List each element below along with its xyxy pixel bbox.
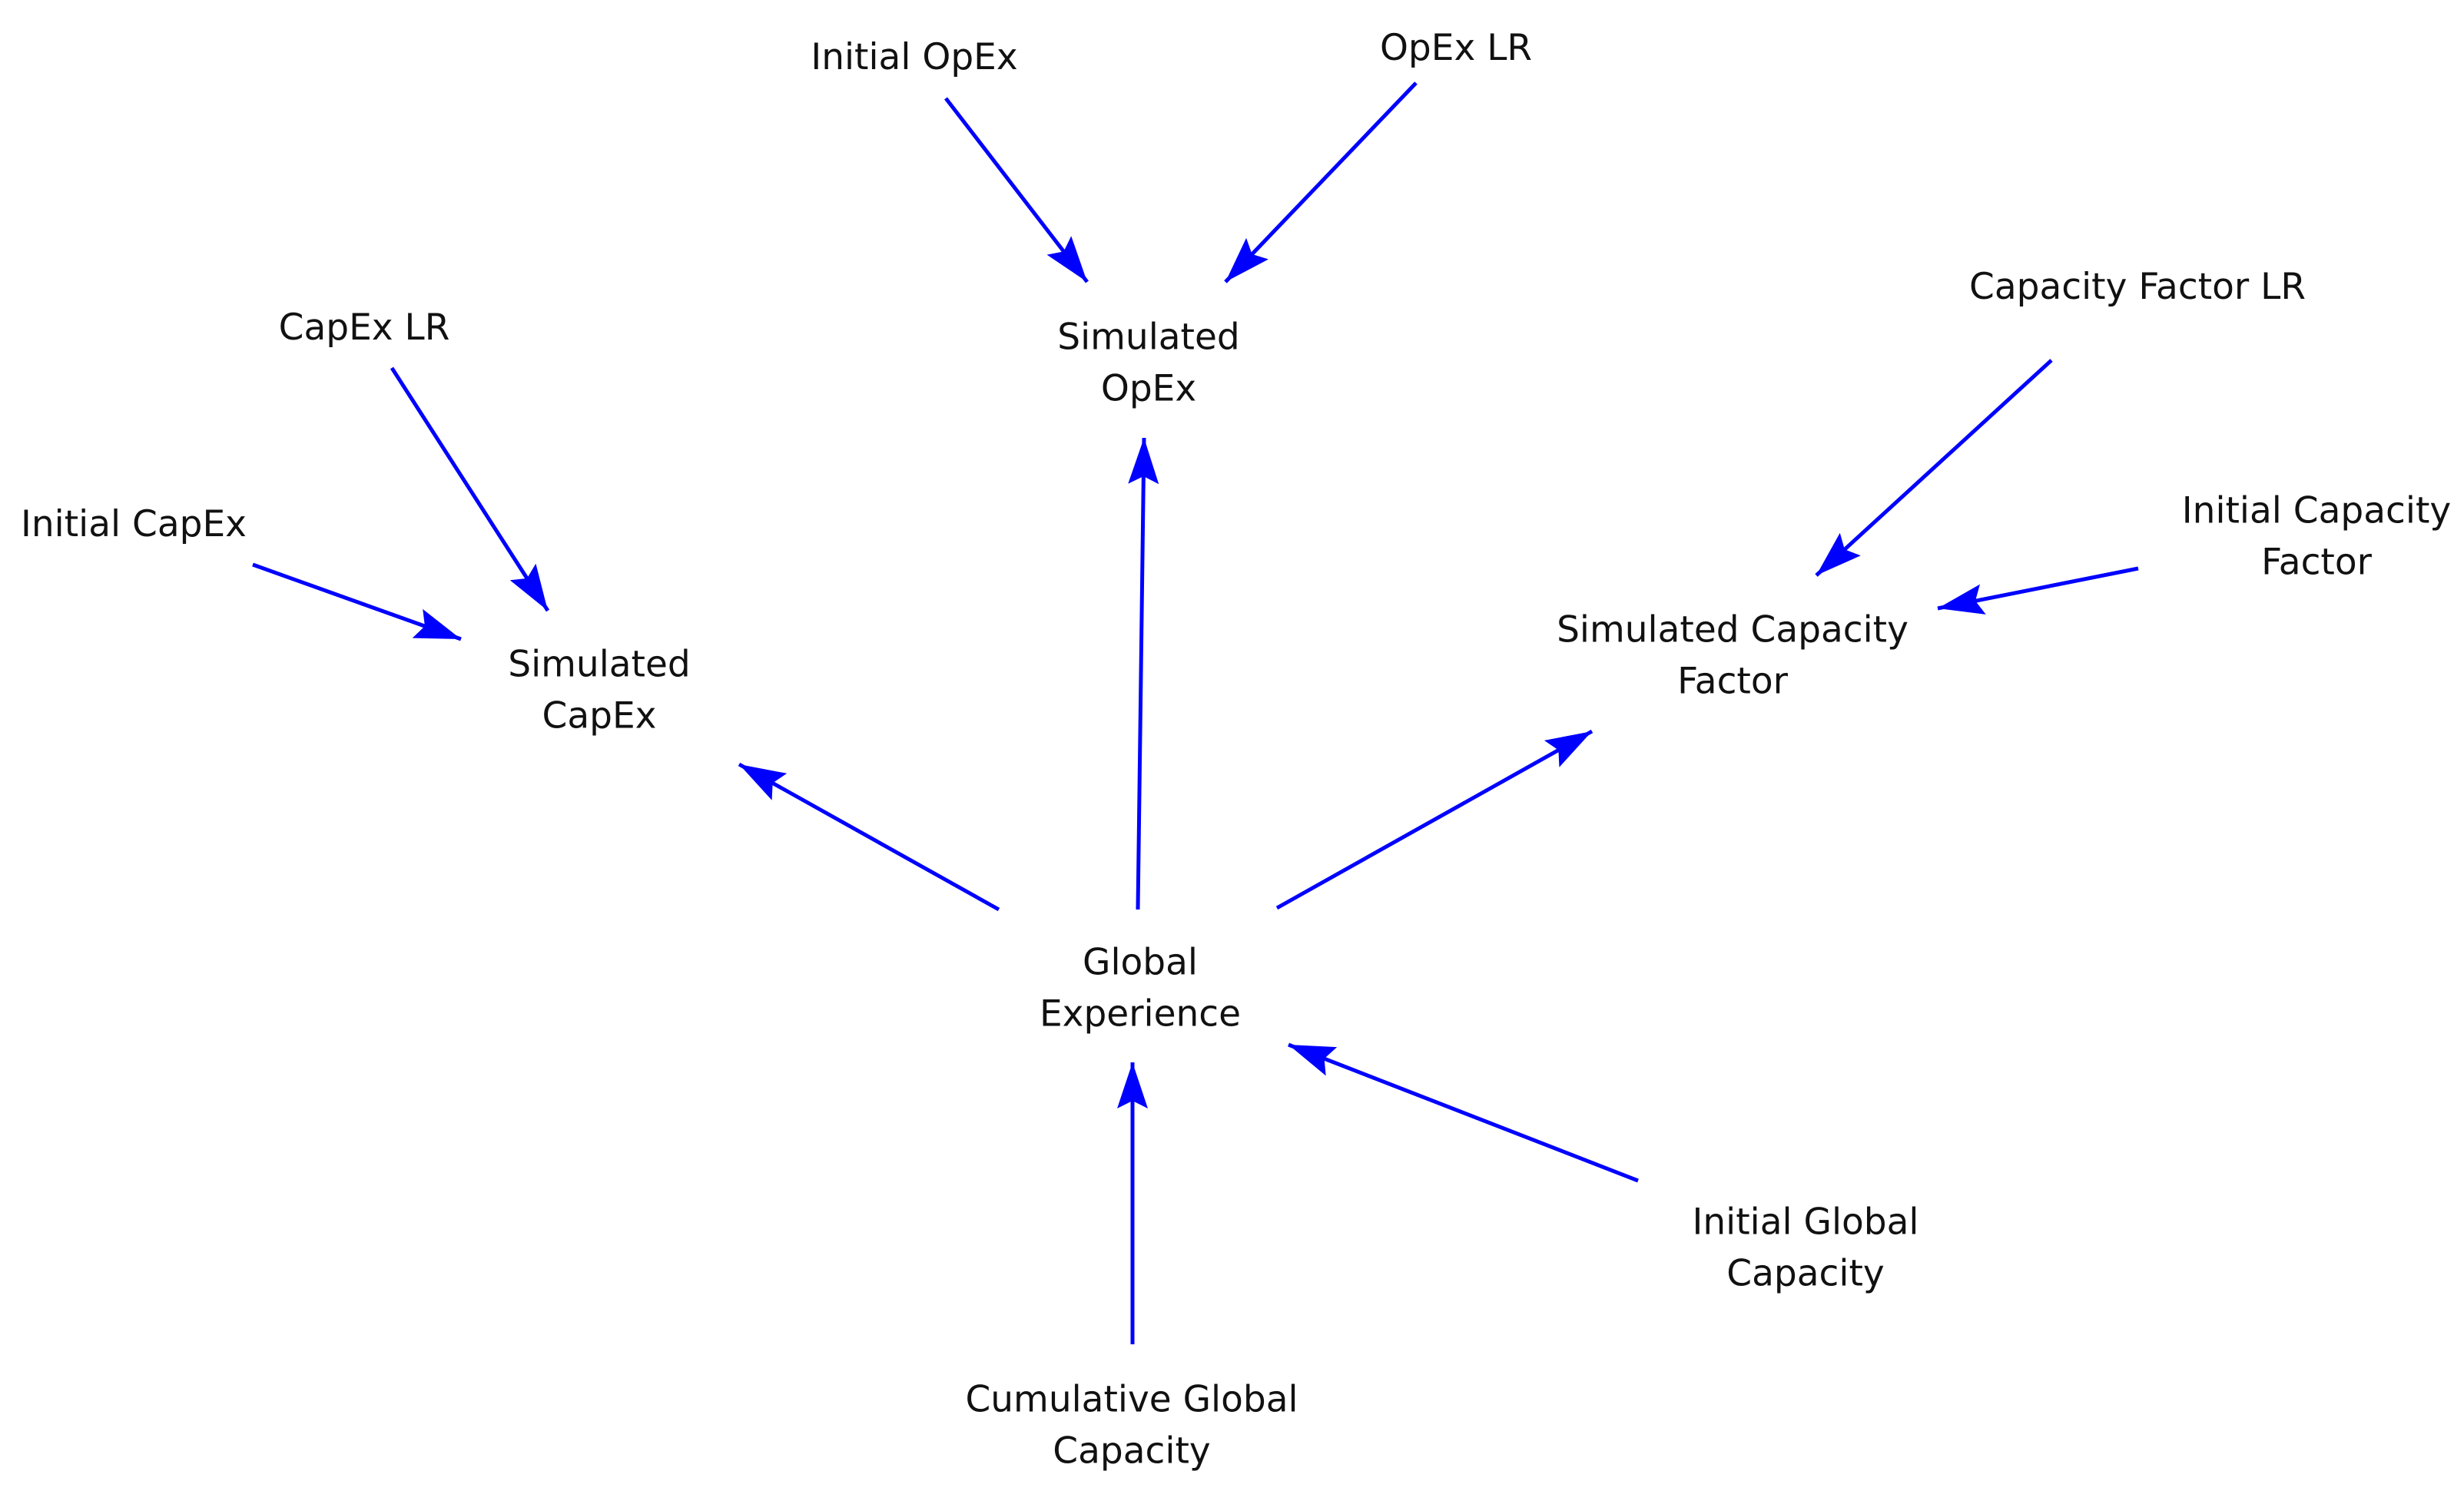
arrow-global-experience-to-simulated-opex — [1128, 437, 1159, 910]
node-initial-capacity-factor-line-1: Initial Capacity — [2182, 490, 2451, 532]
node-simulated-opex-line-2: OpEx — [1101, 368, 1196, 410]
edges-layer — [252, 81, 2139, 1344]
arrow-initial-global-capacity-to-global-experience — [1288, 1042, 1639, 1183]
node-simulated-opex-line-1: Simulated — [1057, 316, 1240, 359]
arrow-capacity-factor-lr-to-simulated-capacity-factor — [1815, 359, 2053, 577]
node-simulated-capacity-factor-line-2: Factor — [1677, 661, 1789, 703]
node-capex-lr-line-1: CapEx LR — [279, 306, 450, 349]
node-simulated-capex-line-2: CapEx — [542, 695, 657, 737]
arrow-capex-lr-to-simulated-capex — [390, 366, 550, 612]
arrow-global-experience-to-simulated-capacity-factor — [1275, 729, 1593, 910]
node-opex-lr-line-1: OpEx LR — [1380, 27, 1532, 69]
arrow-initial-capacity-factor-to-simulated-capacity-factor — [1937, 566, 2139, 615]
node-capacity-factor-lr-line-1: Capacity Factor LR — [1969, 266, 2306, 308]
node-initial-opex-line-1: Initial OpEx — [811, 36, 1017, 78]
node-initial-capex: Initial CapEx — [21, 503, 247, 545]
node-initial-global-capacity-line-2: Capacity — [1726, 1253, 1884, 1295]
node-global-experience-line-1: Global — [1083, 942, 1198, 984]
node-opex-lr: OpEx LR — [1380, 27, 1532, 69]
arrow-initial-capex-to-simulated-capex — [252, 562, 462, 641]
arrow-initial-opex-to-simulated-opex — [944, 97, 1089, 283]
node-initial-opex: Initial OpEx — [811, 36, 1017, 78]
node-initial-capacity-factor-line-2: Factor — [2261, 542, 2373, 584]
node-cumulative-global-capacity-line-1: Cumulative Global — [965, 1379, 1298, 1421]
node-initial-global-capacity-line-1: Initial Global — [1693, 1201, 1919, 1244]
node-initial-capex-line-1: Initial CapEx — [21, 503, 247, 545]
node-simulated-capacity-factor-line-1: Simulated Capacity — [1557, 609, 1909, 651]
node-cumulative-global-capacity-line-2: Capacity — [1053, 1430, 1210, 1473]
node-capex-lr: CapEx LR — [279, 306, 450, 349]
node-simulated-capex-line-1: Simulated — [508, 644, 691, 686]
node-global-experience-line-2: Experience — [1040, 993, 1241, 1035]
arrow-global-experience-to-simulated-capex — [738, 762, 1000, 912]
node-capacity-factor-lr: Capacity Factor LR — [1969, 266, 2306, 308]
arrow-opex-lr-to-simulated-opex — [1224, 81, 1418, 283]
